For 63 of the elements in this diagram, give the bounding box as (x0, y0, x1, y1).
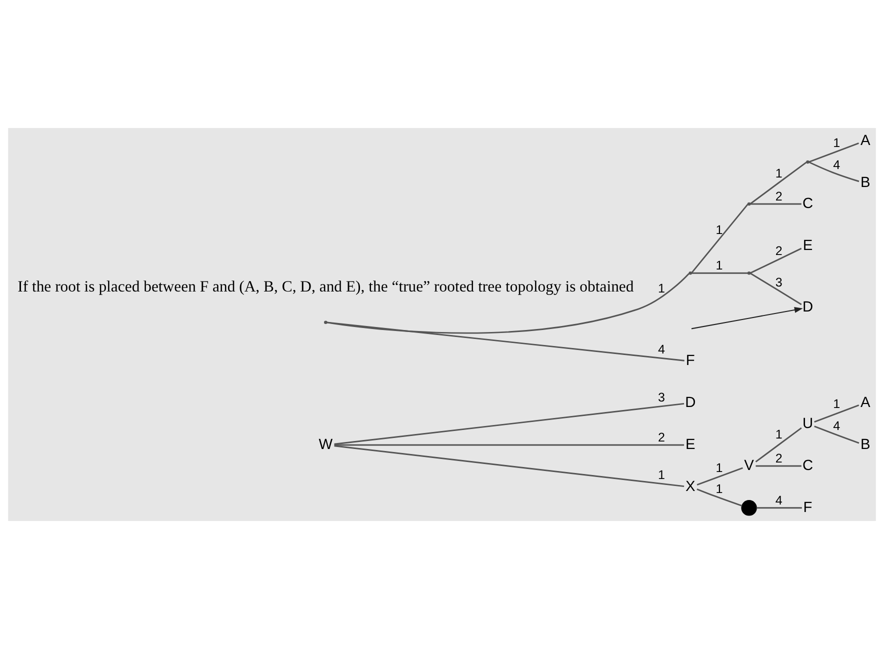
node-text: V (744, 458, 754, 474)
connector (696, 488, 742, 507)
node-circle (741, 500, 757, 516)
connector (808, 142, 859, 163)
connector (814, 404, 860, 423)
connector (750, 203, 802, 205)
edge-label: 4 (775, 493, 782, 508)
node-text: C (802, 196, 814, 212)
label: If the root is placed between F and (A, B, C, D, and E), the “true” rooted tree topology is obtained (18, 278, 634, 296)
node-text: F (803, 500, 812, 516)
node-point (747, 202, 751, 206)
connector (756, 507, 802, 509)
node-text: D (685, 394, 696, 411)
node-point (747, 272, 751, 275)
node-point (688, 272, 692, 275)
connector (750, 248, 802, 274)
node-text: B (860, 174, 870, 191)
node-text: U (802, 416, 814, 432)
edge-label: 1 (716, 460, 723, 475)
connector (334, 445, 684, 488)
connector (326, 322, 684, 362)
edge-label: 1 (833, 136, 840, 150)
edge-label: 1 (716, 482, 723, 496)
edge-label: 1 (775, 166, 782, 180)
connector (334, 402, 684, 445)
connector (691, 204, 748, 274)
node-text: A (860, 132, 870, 149)
connector (814, 426, 860, 444)
connector (750, 272, 802, 306)
connector (756, 465, 802, 467)
arrow (691, 307, 803, 330)
edge-label: 4 (658, 342, 666, 356)
edge-label: 4 (833, 418, 840, 433)
edge-label: 3 (775, 275, 782, 290)
connector (750, 162, 807, 204)
node-text: X (685, 478, 696, 495)
connector (692, 272, 748, 274)
node-text: W (318, 436, 333, 453)
node-text: B (860, 436, 870, 453)
edge-label: 3 (658, 390, 666, 405)
edge-label: 2 (775, 189, 782, 204)
connector (755, 427, 802, 462)
edge-label: 1 (716, 258, 723, 273)
node-text: D (802, 300, 814, 316)
edge-label: 1 (658, 468, 666, 482)
edge-label: 2 (658, 430, 666, 444)
node-point (324, 320, 328, 324)
node-text: E (802, 238, 813, 254)
edge-label: 1 (658, 282, 666, 296)
node-text: F (686, 353, 695, 370)
edge-label: 2 (775, 244, 782, 258)
node-point (806, 160, 810, 164)
edge-label: 2 (775, 451, 782, 466)
edge-label: 4 (833, 158, 840, 172)
connector (808, 161, 860, 182)
connector (334, 444, 684, 446)
node-text: C (802, 458, 814, 474)
edge-label: 1 (833, 396, 840, 411)
node-text: E (685, 436, 696, 453)
node-text: A (860, 394, 870, 411)
edge-label: 1 (716, 222, 723, 237)
connector (696, 467, 743, 486)
edge-label: 1 (775, 427, 782, 442)
